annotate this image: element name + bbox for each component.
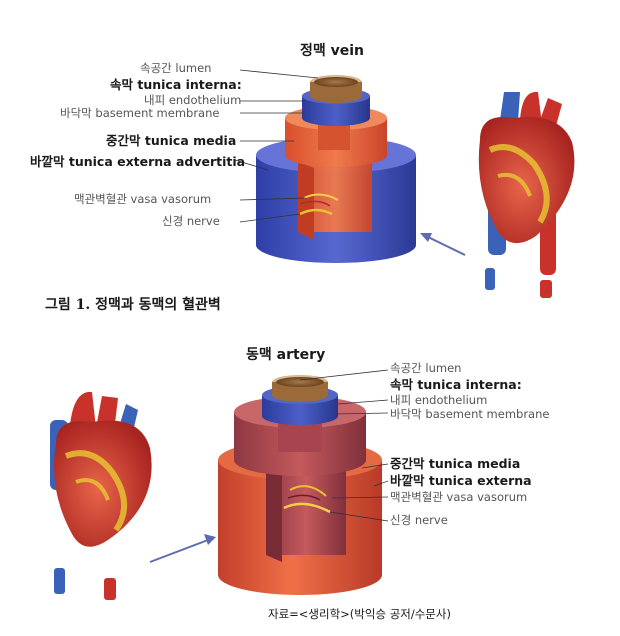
artery-label-basement: 바닥막 basement membrane xyxy=(390,407,550,421)
vein-label-basement: 바닥막 basement membrane xyxy=(60,106,220,120)
artery-arrow-icon xyxy=(149,534,216,563)
artery-label-endothelium: 내피 endothelium xyxy=(390,393,488,407)
artery-cylinder xyxy=(218,375,382,595)
vein-title: 정맥 vein xyxy=(300,43,365,59)
heart-illustration-bottom xyxy=(50,391,152,600)
vein-label-endothelium: 내피 endothelium xyxy=(144,93,242,107)
vein-leader-lines xyxy=(234,69,319,223)
vein-label-lumen: 속공간 lumen xyxy=(140,61,212,75)
vein-label-interna: 속막 tunica interna: xyxy=(110,77,242,92)
artery-leader-lines xyxy=(299,369,389,522)
heart-illustration-top xyxy=(478,91,575,298)
figure-caption: 그림 1. 정맥과 동맥의 혈관벽 xyxy=(45,297,221,313)
vein-label-vasa: 맥관벽혈관 vasa vasorum xyxy=(74,192,212,206)
artery-label-lumen: 속공간 lumen xyxy=(390,361,462,375)
vein-cylinder xyxy=(256,75,416,263)
vein-label-nerve: 신경 nerve xyxy=(162,214,220,228)
artery-label-vasa: 맥관벽혈관 vasa vasorum xyxy=(390,490,528,504)
vein-label-media: 중간막 tunica media xyxy=(106,133,237,148)
artery-label-externa: 바깥막 tunica externa xyxy=(390,473,532,488)
vein-label-externa: 바깥막 tunica externa advertitia xyxy=(30,154,246,169)
artery-label-media: 중간막 tunica media xyxy=(390,456,521,471)
artery-label-interna: 속막 tunica interna: xyxy=(390,377,522,392)
artery-label-nerve: 신경 nerve xyxy=(390,513,448,527)
source-credit: 자료=<생리학>(박익승 공저/수문사) xyxy=(268,607,451,621)
artery-title: 동맥 artery xyxy=(246,347,326,363)
vein-arrow-icon xyxy=(420,233,466,256)
